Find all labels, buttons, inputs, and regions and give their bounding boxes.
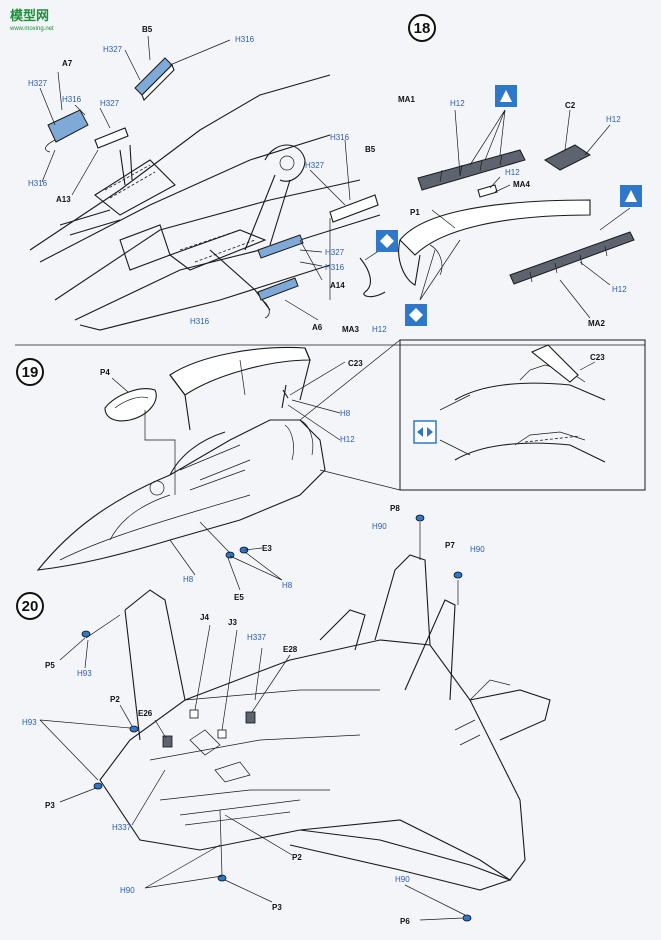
label-b5-lower: B5 <box>365 145 376 154</box>
watermark-url: www.moxing.net <box>9 26 54 32</box>
label-c2: C2 <box>565 101 576 110</box>
code-h8-c: H8 <box>183 575 194 584</box>
label-a7: A7 <box>62 59 73 68</box>
step-18-marker: 18 <box>408 14 436 42</box>
part-ma1 <box>417 149 526 191</box>
label-p8: P8 <box>390 504 400 513</box>
code-h316-c: H316 <box>235 35 255 44</box>
label-e28: E28 <box>283 645 298 654</box>
code-h90-a: H90 <box>372 522 387 531</box>
part-a13 <box>94 127 129 149</box>
code-h316-e: H316 <box>325 263 345 272</box>
label-p5: P5 <box>45 661 55 670</box>
code-h8-b: H8 <box>282 581 293 590</box>
code-h316-d: H316 <box>330 133 350 142</box>
code-h90-c: H90 <box>120 886 135 895</box>
label-p3-a: P3 <box>45 801 55 810</box>
label-p4: P4 <box>100 368 110 377</box>
code-h337-a: H337 <box>247 633 267 642</box>
code-h12-c: H12 <box>505 168 520 177</box>
code-h12-ma3: H12 <box>372 325 387 334</box>
code-h12-a: H12 <box>450 99 465 108</box>
label-j4: J4 <box>200 613 209 622</box>
code-h327-b: H327 <box>100 99 120 108</box>
label-p6: P6 <box>400 917 410 926</box>
code-h8-a: H8 <box>340 409 351 418</box>
part-a6 <box>257 277 299 301</box>
step-18-number: 18 <box>414 20 431 37</box>
part-a7 <box>45 109 89 153</box>
watermark-brand: 模型网 <box>10 8 49 23</box>
label-e3: E3 <box>262 544 272 553</box>
code-h12-d: H12 <box>612 285 627 294</box>
label-a14: A14 <box>330 281 345 290</box>
label-p1: P1 <box>410 208 420 217</box>
part-ma2 <box>509 231 635 285</box>
label-j3: J3 <box>228 618 237 627</box>
step-19-inset <box>299 339 646 491</box>
parts-e3-e5 <box>225 546 249 559</box>
label-p2-a: P2 <box>110 695 120 704</box>
step-20-number: 20 <box>22 598 39 615</box>
step-20-airframe <box>99 554 551 891</box>
site-watermark: 模型网 www.moxing.net <box>6 4 72 34</box>
code-h93-b: H93 <box>22 718 37 727</box>
label-p3-b: P3 <box>272 903 282 912</box>
step-18-fuselage <box>29 74 381 331</box>
code-h316-b: H316 <box>28 179 48 188</box>
code-h90-b: H90 <box>470 545 485 554</box>
part-c2 <box>544 144 591 171</box>
triangle-marker-icon <box>620 185 642 207</box>
label-b5-upper: B5 <box>142 25 153 34</box>
step-19-marker: 19 <box>16 358 44 386</box>
step-19-nose-section <box>36 419 326 571</box>
part-ma3 <box>359 257 386 298</box>
label-e26: E26 <box>138 709 153 718</box>
label-ma2: MA2 <box>588 319 605 328</box>
code-h316-a: H316 <box>62 95 82 104</box>
diamond-marker-icon <box>405 304 427 326</box>
code-h327-e: H327 <box>325 248 345 257</box>
code-h12-e: H12 <box>340 435 355 444</box>
code-h93-a: H93 <box>77 669 92 678</box>
step-20-small-parts <box>81 514 472 922</box>
label-ma1: MA1 <box>398 95 415 104</box>
arrow-double-icon <box>413 420 437 444</box>
part-b5-lower <box>329 194 379 223</box>
code-h327-c: H327 <box>103 45 123 54</box>
label-a13: A13 <box>56 195 71 204</box>
label-e5: E5 <box>234 593 244 602</box>
part-a14 <box>257 234 304 259</box>
step-18-left-leaders <box>39 35 351 321</box>
label-c23-inset: C23 <box>590 353 605 362</box>
part-b5-upper <box>134 57 175 101</box>
label-ma4: MA4 <box>513 180 530 189</box>
step-19-number: 19 <box>22 364 39 381</box>
step-19-leaders <box>111 361 346 591</box>
diamond-marker-icon <box>376 230 398 252</box>
step-20-leaders <box>39 522 466 921</box>
label-a6: A6 <box>312 323 323 332</box>
part-p1 <box>398 199 591 286</box>
code-h90-d: H90 <box>395 875 410 884</box>
code-h12-b: H12 <box>606 115 621 124</box>
part-ma4 <box>477 184 498 198</box>
code-h327-d: H327 <box>305 161 325 170</box>
step-20-marker: 20 <box>16 592 44 620</box>
part-p4 <box>104 388 157 422</box>
label-p2-b: P2 <box>292 853 302 862</box>
code-h337-b: H337 <box>112 823 132 832</box>
triangle-marker-icon <box>495 85 517 107</box>
code-h316-f: H316 <box>190 317 210 326</box>
canopy-frame <box>169 346 311 431</box>
code-h327-a: H327 <box>28 79 48 88</box>
label-ma3: MA3 <box>342 325 359 334</box>
label-c23: C23 <box>348 359 363 368</box>
part-c23 <box>281 384 289 409</box>
label-p7: P7 <box>445 541 455 550</box>
